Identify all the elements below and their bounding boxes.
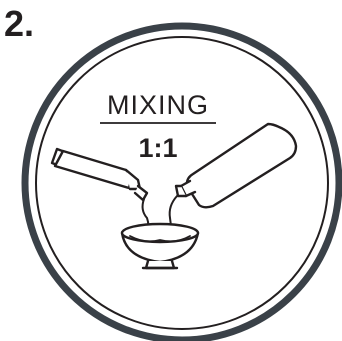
badge-outer-ring	[25, 26, 339, 340]
badge-ratio: 1:1	[138, 133, 177, 163]
badge-title: MIXING	[107, 90, 209, 120]
